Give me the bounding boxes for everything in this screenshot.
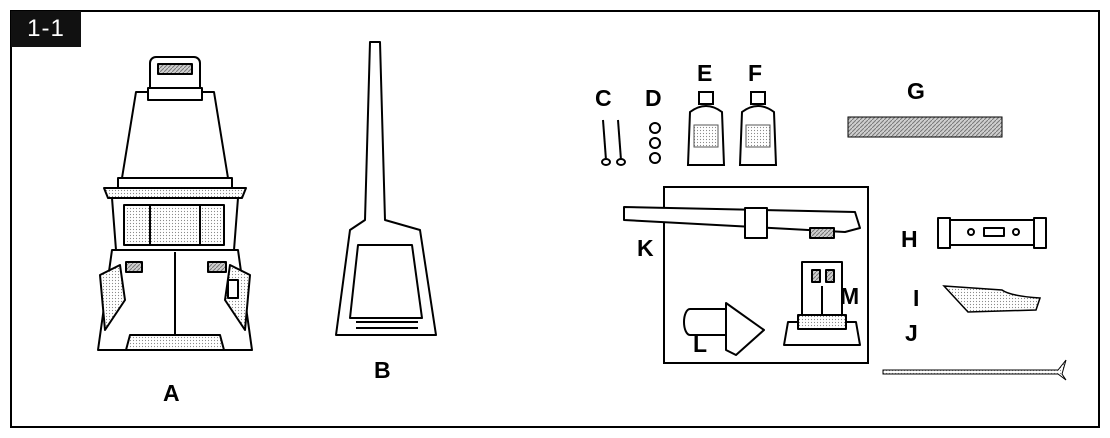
part-c-screws-illustration [601,119,626,166]
label-j: J [905,320,918,346]
label-a: A [163,380,180,406]
figure-border [10,10,1100,428]
label-c: C [595,85,612,111]
part-i-attachment-illustration [942,285,1042,313]
part-h-bracket-illustration [937,217,1047,249]
label-e: E [697,60,713,86]
part-k-wand-illustration [623,206,861,239]
figure-number: 1-1 [11,11,81,47]
label-b: B [374,357,391,383]
label-g: G [907,78,925,104]
label-i: I [913,285,920,311]
label-l: L [693,331,708,357]
part-f-bottle-illustration [738,91,778,166]
label-k: K [637,235,654,261]
part-g-strip-illustration [847,116,1003,138]
label-f: F [748,60,763,86]
part-e-bottle-illustration [686,91,726,166]
label-m: M [840,283,860,309]
label-d: D [645,85,662,111]
part-m-tool-illustration [783,261,861,346]
part-b-handle-illustration [335,41,437,336]
part-l-tool-illustration [683,302,765,356]
part-a-cleaner-illustration [97,56,253,351]
label-h: H [901,226,918,252]
kit-box [663,186,869,364]
part-j-rod-illustration [882,359,1067,381]
part-d-washers-illustration [649,122,661,164]
